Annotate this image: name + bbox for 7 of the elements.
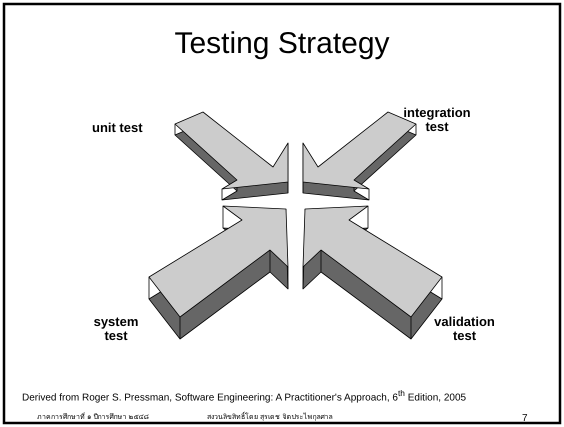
page-number: 7 bbox=[522, 414, 528, 424]
stage-label: unit test bbox=[92, 121, 143, 135]
stage-label: integration test bbox=[402, 106, 472, 134]
slide-title: Testing Strategy bbox=[173, 28, 391, 60]
citation-text: Derived from Roger S. Pressman, Software Engineering: A Practitioner's Approach, 6$^{th}$ Edition, 2005 bbox=[22, 389, 468, 404]
stage-label: validation test bbox=[433, 315, 496, 342]
stage-label: system test bbox=[92, 315, 140, 342]
